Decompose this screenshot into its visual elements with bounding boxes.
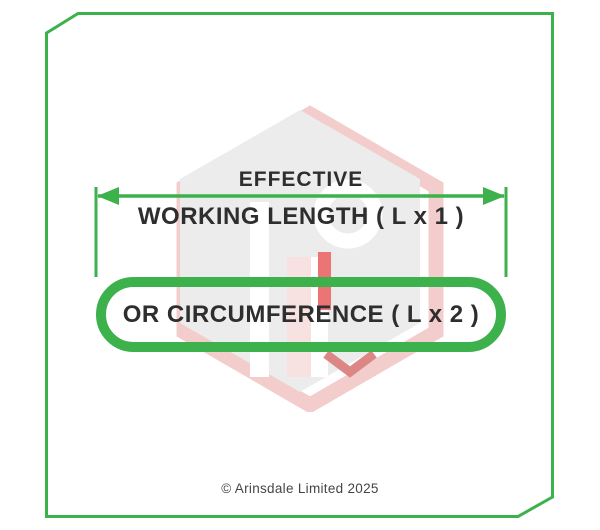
working-length-label: WORKING LENGTH ( L x 1 ): [137, 203, 465, 230]
left-arrowhead-icon: [97, 187, 119, 205]
circumference-pill: OR CIRCUMFERENCE ( L x 2 ): [96, 277, 506, 352]
effective-label: EFFECTIVE: [238, 168, 364, 191]
hexagon-logo-icon: [176, 105, 444, 412]
dimension-arrow: [94, 187, 508, 277]
watermark-white-slot: [250, 202, 269, 377]
clipped-corner-border: [45, 12, 554, 518]
arinsdale-logo-watermark: [176, 105, 444, 412]
circumference-label: OR CIRCUMFERENCE ( L x 2 ): [122, 300, 480, 328]
watermark-white-ring: [313, 179, 383, 249]
copyright-text: © Arinsdale Limited 2025: [221, 481, 379, 496]
watermark-hexagon-fill: [180, 110, 420, 392]
watermark-red-chevron: [323, 350, 377, 378]
right-arrowhead-icon: [483, 187, 505, 205]
